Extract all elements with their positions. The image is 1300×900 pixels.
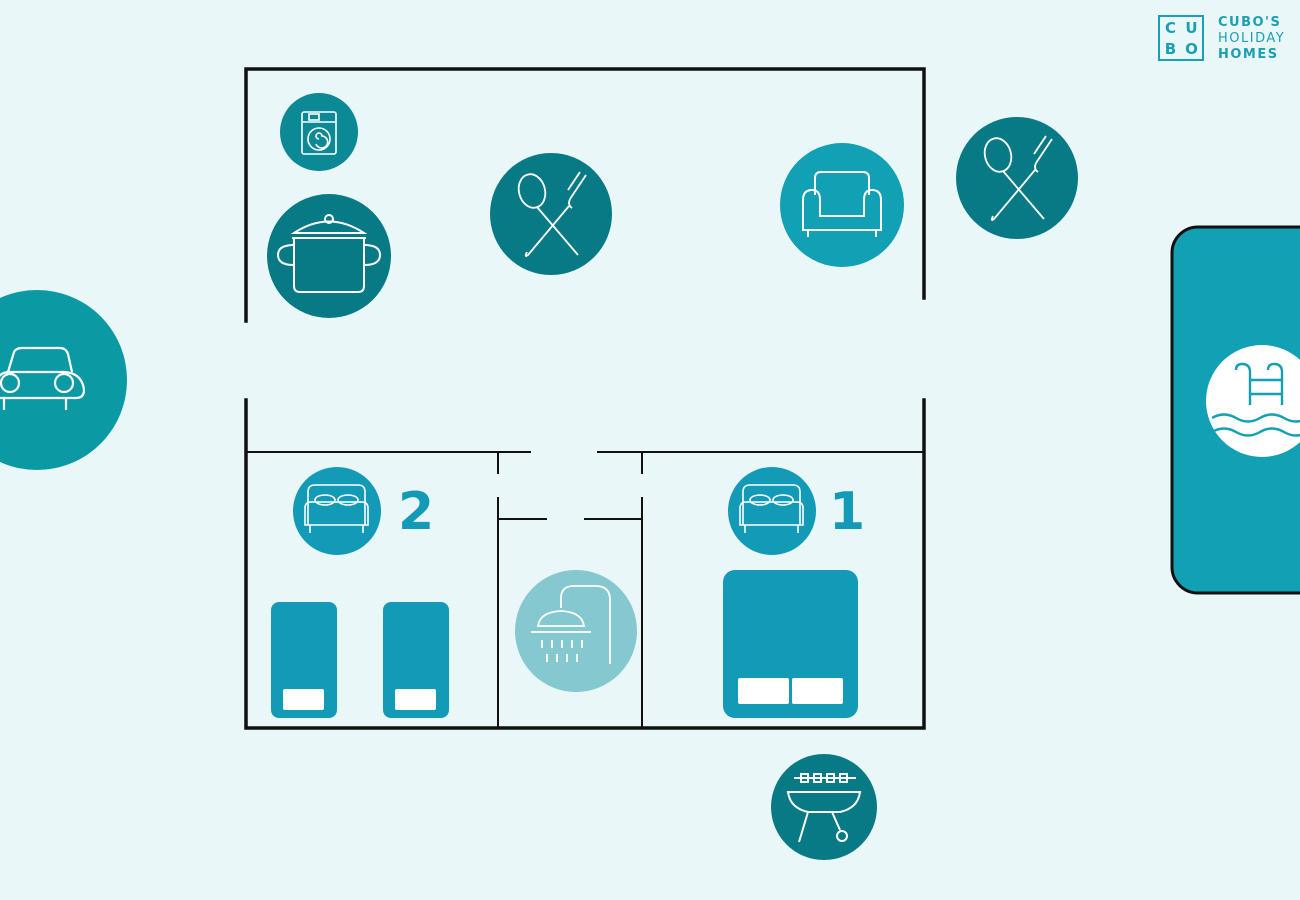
walls xyxy=(244,67,926,730)
bed-icon xyxy=(293,467,381,555)
sofa-icon xyxy=(780,143,904,267)
brand-name: CUBO'S HOLIDAY HOMES xyxy=(1218,15,1285,63)
double-bed xyxy=(723,570,858,718)
brand-logo: C U B O CUBO'S HOLIDAY HOMES xyxy=(1158,15,1298,67)
cooking-pot-icon xyxy=(267,194,391,318)
logo-letter: B xyxy=(1164,39,1177,58)
brand-name-line: CUBO'S xyxy=(1218,15,1282,30)
logo-letter: U xyxy=(1185,18,1198,37)
logo-letter: O xyxy=(1185,39,1198,58)
bedroom-number-1: 1 xyxy=(829,482,866,542)
brand-name-line: HOMES xyxy=(1218,47,1279,62)
logo-letter: C xyxy=(1164,18,1176,37)
single-bed xyxy=(383,602,449,718)
dining-icon xyxy=(490,153,612,275)
single-bed xyxy=(271,602,337,718)
shower-icon xyxy=(515,570,637,692)
logo-mark: C U B O xyxy=(1158,15,1204,61)
bedroom-number-2: 2 xyxy=(398,482,435,542)
outdoor-dining-icon xyxy=(956,117,1078,239)
washing-machine-icon xyxy=(280,93,358,171)
swimming-pool-icon xyxy=(1170,225,1300,595)
barbecue-icon xyxy=(771,754,877,860)
brand-name-line: HOLIDAY xyxy=(1218,31,1286,46)
bed-icon xyxy=(728,467,816,555)
parking-car-icon xyxy=(0,290,127,470)
